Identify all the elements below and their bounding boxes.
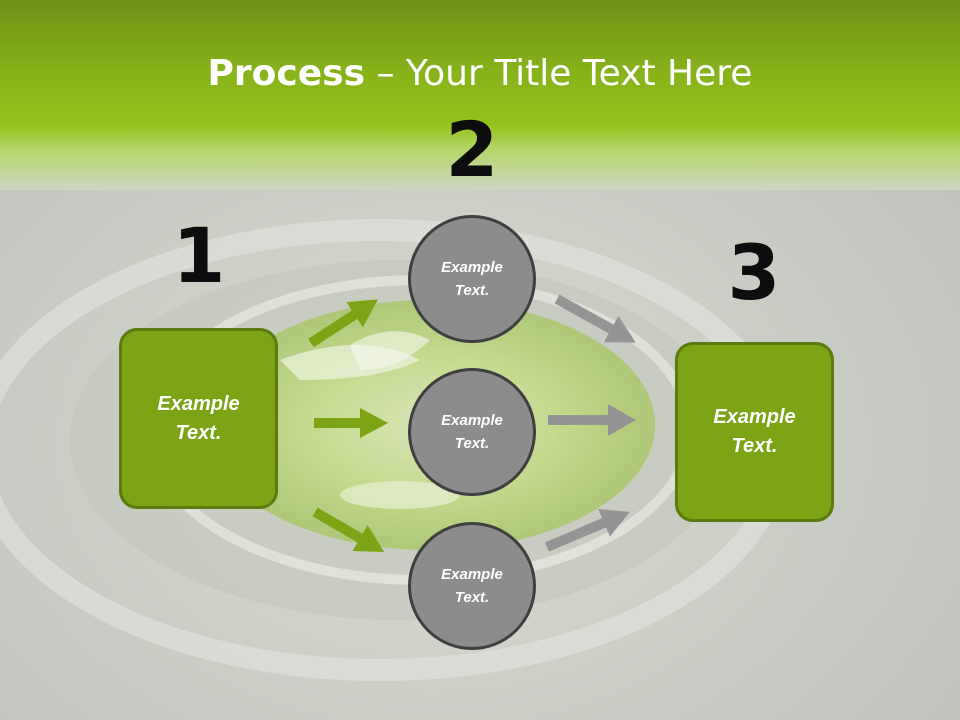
step-1-label-line2: Text. bbox=[175, 421, 222, 444]
header-band bbox=[0, 0, 960, 190]
arrow-bottom-to-step3 bbox=[545, 508, 630, 552]
step-3-number: 3 bbox=[727, 228, 781, 317]
step-1-label: Example Text. bbox=[157, 390, 239, 448]
step-3-box: Example Text. bbox=[675, 342, 834, 522]
title-bold: Process bbox=[207, 53, 366, 94]
circle-middle-label: Example Text. bbox=[441, 409, 503, 455]
circle-bottom-label: Example Text. bbox=[441, 563, 503, 609]
title-rest: – Your Title Text Here bbox=[365, 53, 753, 94]
step-1-label-line1: Example bbox=[157, 392, 240, 415]
step-2-circle-bottom: Example Text. bbox=[408, 522, 536, 650]
arrow-top-to-step3 bbox=[554, 294, 636, 343]
step-1-box: Example Text. bbox=[119, 328, 278, 509]
arrow-step1-to-middle bbox=[314, 408, 388, 438]
circle-top-label: Example Text. bbox=[441, 256, 503, 302]
step-1-number: 1 bbox=[172, 211, 226, 300]
step-3-label-line2: Text. bbox=[731, 435, 778, 457]
step-2-circle-middle: Example Text. bbox=[408, 368, 536, 496]
step-3-label-line1: Example bbox=[713, 406, 796, 428]
arrow-step1-to-top bbox=[308, 299, 379, 348]
step-2-number: 2 bbox=[445, 105, 499, 194]
arrow-step1-to-bottom bbox=[312, 507, 385, 552]
page-title: Process – Your Title Text Here bbox=[0, 52, 960, 96]
step-2-circle-top: Example Text. bbox=[408, 215, 536, 343]
circle-top-label-line2: Text. bbox=[454, 282, 490, 299]
circle-bottom-label-line2: Text. bbox=[454, 589, 490, 606]
circle-top-label-line1: Example bbox=[441, 259, 503, 276]
arrow-middle-to-step3 bbox=[548, 404, 636, 436]
step-3-label: Example Text. bbox=[713, 403, 795, 461]
circle-bottom-label-line1: Example bbox=[441, 566, 503, 583]
circle-middle-label-line1: Example bbox=[441, 412, 503, 429]
circle-middle-label-line2: Text. bbox=[454, 435, 490, 452]
